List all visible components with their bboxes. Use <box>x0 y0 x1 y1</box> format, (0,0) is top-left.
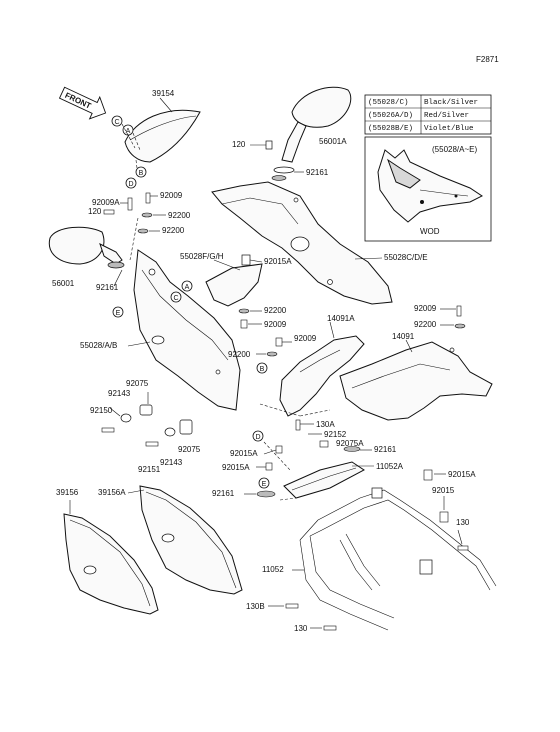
legend-color-3: Violet/Blue <box>424 125 474 133</box>
label-92009-m2: 92009 <box>294 334 317 343</box>
label-14091: 14091 <box>392 332 415 341</box>
label-55028fgh: 55028F/G/H <box>180 252 224 261</box>
callout-b-2: B <box>260 366 265 373</box>
label-39156a: 39156A <box>98 488 126 497</box>
label-92015a-r: 92015A <box>448 470 476 479</box>
label-11052a: 11052A <box>376 462 404 471</box>
right-fasteners: 92015A 92015 130 <box>423 469 476 551</box>
grommets-left: 92075 92143 92150 92075 92143 92151 <box>90 379 201 474</box>
cover-14091: 14091 92009 92200 <box>339 304 493 421</box>
side-cowl-55028ab: 55028/A/B E C A <box>80 249 241 411</box>
label-92150: 92150 <box>90 406 113 415</box>
label-92151: 92151 <box>138 465 161 474</box>
inset-cowl <box>377 149 483 223</box>
legend-code-2: (55026A/D) <box>368 112 413 120</box>
label-92200-r: 92200 <box>414 320 437 329</box>
upper-cowl-55028cde: 55028C/D/E <box>211 181 428 305</box>
windshield-39154: 39154 <box>124 89 201 163</box>
inner-panels-39156: 39156 39156A <box>56 485 243 615</box>
label-55028ab: 55028/A/B <box>80 341 117 350</box>
label-92015a-l: 92015A <box>230 449 258 458</box>
callout-a-1: A <box>126 128 131 135</box>
inner-panel-55028fgh: 55028F/G/H 92015A <box>180 252 292 307</box>
label-130b: 130B <box>246 602 265 611</box>
label-92200-l2: 92200 <box>162 226 185 235</box>
label-92009-m: 92009 <box>264 320 287 329</box>
legend-code-3: (55028B/E) <box>368 125 413 133</box>
callout-c-2: C <box>173 295 178 302</box>
label-55028cde: 55028C/D/E <box>384 253 428 262</box>
label-92009-r: 92009 <box>414 304 437 313</box>
callout-d-1: D <box>128 181 133 188</box>
label-92075-a: 92075 <box>126 379 149 388</box>
bottom-fasteners: 130B 130 <box>246 602 337 633</box>
label-92143-b: 92143 <box>160 458 183 467</box>
label-130-r: 130 <box>456 518 470 527</box>
inset-cowl-stripe <box>387 158 421 189</box>
callouts-windshield: C A B D <box>111 115 147 189</box>
callout-e-2: E <box>262 481 267 488</box>
label-92009a: 92009A <box>92 198 120 207</box>
label-120-top: 120 <box>232 140 246 149</box>
label-92143-a: 92143 <box>108 389 131 398</box>
center-fasteners: 130A 92152 92075A 92161 D 92015A 92015A … <box>212 419 397 498</box>
label-92075a: 92075A <box>336 439 364 448</box>
mid-fasteners: 92200 92009 <box>238 306 287 329</box>
label-92161-top: 92161 <box>306 168 329 177</box>
bracket-11052: 11052 <box>262 487 497 631</box>
callout-b-1: B <box>139 170 144 177</box>
legend-color-2: Red/Silver <box>424 112 469 120</box>
label-92075-b: 92075 <box>178 445 201 454</box>
label-92152: 92152 <box>324 430 347 439</box>
label-120-l: 120 <box>88 207 102 216</box>
label-130a: 130A <box>316 420 335 429</box>
label-92200-m2: 92200 <box>228 350 251 359</box>
label-56001: 56001 <box>52 279 75 288</box>
label-14091a: 14091A <box>327 314 355 323</box>
stay-11052a: 11052A <box>283 461 404 499</box>
color-legend: (55028/C) Black/Silver (55026A/D) Red/Si… <box>364 94 492 135</box>
callout-e-1: E <box>116 310 121 317</box>
legend-code-1: (55028/C) <box>368 99 409 107</box>
label-92015a-l2: 92015A <box>222 463 250 472</box>
inset-code: (55028/A~E) <box>432 145 477 154</box>
guide-lines <box>129 217 331 501</box>
inset-caption: WOD <box>420 227 440 236</box>
cover-14091a: 14091A 92009 92200 B <box>228 314 365 417</box>
label-92161-r: 92161 <box>374 445 397 454</box>
label-130-b: 130 <box>294 624 308 633</box>
left-fasteners: 92009A 92009 120 92200 92200 92161 <box>88 191 191 292</box>
label-92015: 92015 <box>432 486 455 495</box>
label-11052: 11052 <box>262 565 284 574</box>
legend-color-1: Black/Silver <box>424 99 478 107</box>
callout-d-2: D <box>255 434 260 441</box>
part-92161-top: 92161 <box>271 166 329 181</box>
callout-c-1: C <box>114 119 119 126</box>
mirror-56001: 56001 <box>48 226 125 288</box>
label-92161-b: 92161 <box>212 489 235 498</box>
mirror-56001a: 56001A 120 <box>232 86 352 163</box>
label-92200-l1: 92200 <box>168 211 191 220</box>
figure-code: F2871 <box>476 55 499 64</box>
label-92015a-top: 92015A <box>264 257 292 266</box>
label-39156: 39156 <box>56 488 79 497</box>
label-92161-l: 92161 <box>96 283 119 292</box>
label-56001a: 56001A <box>319 137 347 146</box>
label-92009-l: 92009 <box>160 191 183 200</box>
label-39154: 39154 <box>152 89 175 98</box>
inset-wod: (55028/A~E) WOD <box>364 136 492 242</box>
callout-a-2: A <box>185 284 190 291</box>
label-92200-m: 92200 <box>264 306 287 315</box>
front-arrow: FRONT <box>58 86 107 120</box>
